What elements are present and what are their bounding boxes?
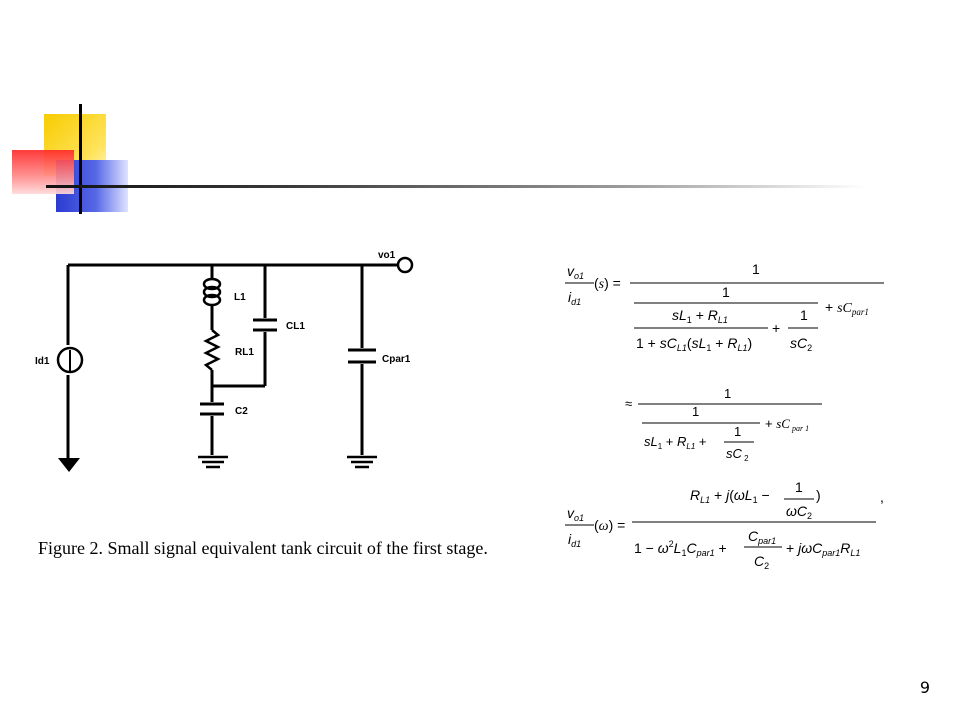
eq3-comma: , xyxy=(880,489,884,505)
label-inductor: L1 xyxy=(234,292,246,303)
svg-text:+ sC par 1: + sC par 1 xyxy=(765,416,809,433)
eq2-inner-1: 1 xyxy=(734,424,741,439)
svg-text:+ jωCpar1RL1: + jωCpar1RL1 xyxy=(786,540,860,558)
svg-text:sC 2: sC 2 xyxy=(726,446,749,463)
svg-text:(ω) =: (ω) = xyxy=(594,517,625,534)
ground-symbol-cpar xyxy=(347,455,377,469)
svg-text:): ) xyxy=(816,487,821,503)
eq2-mid-numerator: 1 xyxy=(692,404,699,419)
decor-vertical-rule xyxy=(79,104,82,214)
label-resistor: RL1 xyxy=(235,347,254,358)
ground-symbol-tank xyxy=(198,455,228,469)
svg-text:1 − ω2L1Cpar1 +: 1 − ω2L1Cpar1 + xyxy=(634,539,727,558)
eq1-numerator: 1 xyxy=(752,261,760,277)
eq1-plus: + xyxy=(772,320,780,336)
eq1-mid-numerator: 1 xyxy=(722,284,730,300)
eq2-numerator: 1 xyxy=(724,386,731,401)
title-underline-rule xyxy=(46,185,866,188)
eq2-approx: ≈ xyxy=(625,396,632,411)
svg-text:(s) =: (s) = xyxy=(594,275,621,292)
label-cl1: CL1 xyxy=(286,321,305,332)
inductor-symbol xyxy=(202,277,222,307)
label-current-source: Id1 xyxy=(35,356,50,367)
svg-text:RL1 + j(ωL1 −: RL1 + j(ωL1 − xyxy=(690,487,770,505)
label-cpar: Cpar1 xyxy=(382,354,411,365)
svg-text:vo1: vo1 xyxy=(567,505,584,523)
resistor-symbol xyxy=(203,329,221,371)
svg-text:Cpar1: Cpar1 xyxy=(748,528,776,546)
output-terminal xyxy=(396,256,414,274)
svg-text:1: 1 xyxy=(800,307,808,323)
ground-symbol-source xyxy=(58,458,80,472)
figure-caption: Figure 2. Small signal equivalent tank c… xyxy=(38,538,488,558)
equation-1: vo1 id1 (s) = 1 1 + sCpar1 sL1 + RL1 1 +… xyxy=(565,261,884,353)
svg-text:ωC2: ωC2 xyxy=(786,503,812,521)
svg-text:vo1: vo1 xyxy=(567,263,584,281)
svg-text:sL1 + RL1 +: sL1 + RL1 + xyxy=(644,434,707,451)
page-number: 9 xyxy=(919,678,930,697)
equation-3: vo1 id1 (ω) = RL1 + j(ωL1 − 1 ωC2 ) , 1 … xyxy=(565,479,884,571)
svg-text:sL1 + RL1: sL1 + RL1 xyxy=(672,307,728,325)
svg-text:id1: id1 xyxy=(568,289,581,307)
svg-text:C2: C2 xyxy=(754,553,769,571)
svg-text:1: 1 xyxy=(795,479,803,495)
svg-text:sC2: sC2 xyxy=(790,335,812,353)
equation-2: ≈ 1 1 + sC par 1 sL1 + RL1 + 1 sC 2 xyxy=(625,386,822,463)
svg-text:1 + sCL1(sL1 + RL1): 1 + sCL1(sL1 + RL1) xyxy=(636,335,752,353)
svg-text:+ sCpar1: + sCpar1 xyxy=(825,299,869,317)
label-output-node: vo1 xyxy=(378,250,396,261)
svg-text:id1: id1 xyxy=(568,531,581,549)
label-c2: C2 xyxy=(235,406,248,417)
